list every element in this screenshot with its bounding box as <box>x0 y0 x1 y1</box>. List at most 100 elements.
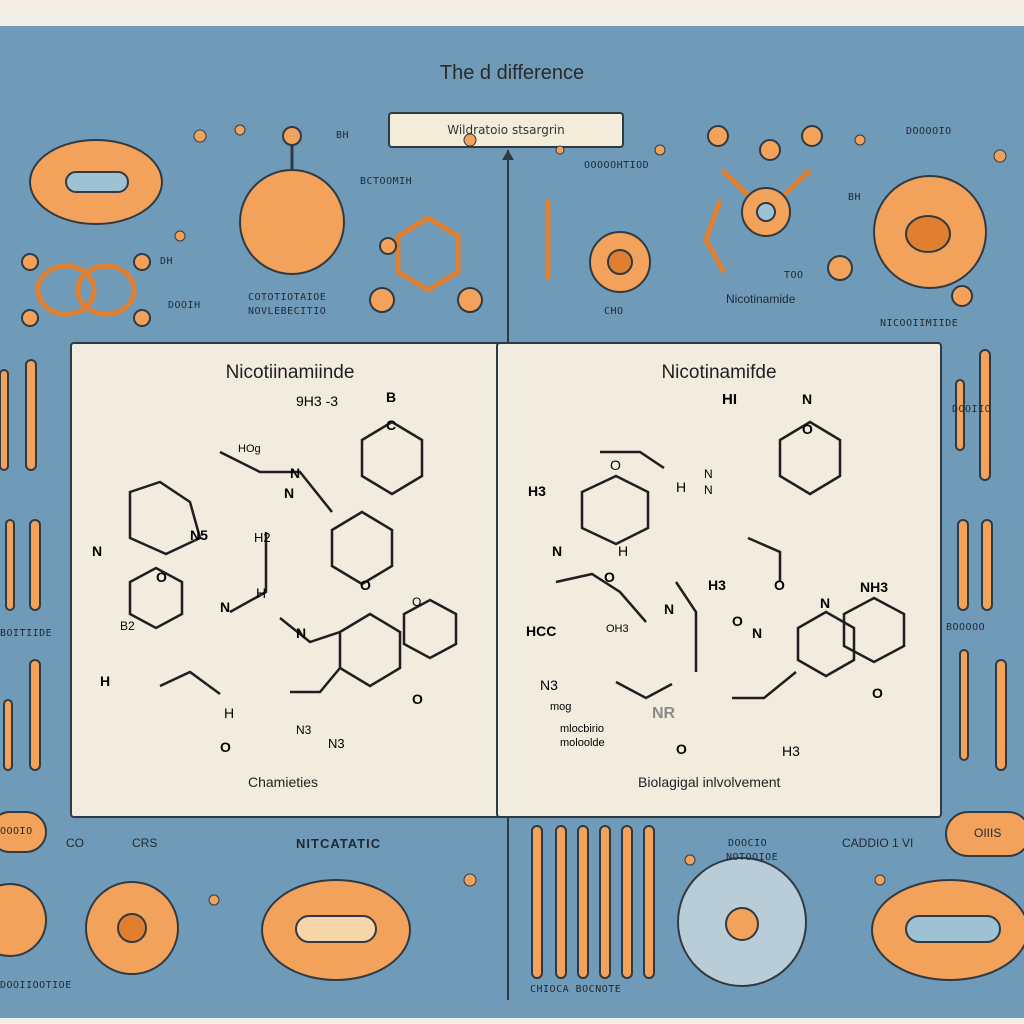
label-tl-d: DOOIH <box>168 300 201 311</box>
chem-right-b12: H3 <box>708 577 726 593</box>
divider-arrow-head <box>502 150 514 160</box>
chem-right-b21: N <box>820 595 830 611</box>
chem-left-a5: N <box>290 465 300 481</box>
chem-right-b24: H3 <box>782 743 800 759</box>
ring-nodes <box>21 253 151 327</box>
left-panel-caption: Chamieties <box>248 774 319 790</box>
label-pill-left: OOOIO <box>0 826 33 837</box>
chem-right-b23: mog <box>550 701 571 713</box>
left-structure: 9H3 -3 B C HOg N N N5 N O B2 H H2 N H N … <box>92 389 458 755</box>
chem-left-a16: H <box>224 705 234 721</box>
label-side-right-b: BOOOOO <box>946 622 986 633</box>
chem-left-a17: O <box>360 577 371 593</box>
side-bars-left <box>0 359 41 771</box>
chem-right-b4: O <box>610 457 621 473</box>
chem-left-a14: H <box>256 585 266 601</box>
bacterium-top-left <box>29 139 163 225</box>
spiky-cell-top-right-large <box>827 175 987 307</box>
chem-right-b2: N <box>802 391 812 407</box>
side-bars-right <box>955 349 1007 771</box>
spiky-cell-top-right-small <box>589 231 651 293</box>
label-tr-b: DOOOOIO <box>906 126 952 137</box>
label-tr-e: CHO <box>604 306 624 317</box>
chem-left-a10: B2 <box>120 619 135 633</box>
label-side-right-a: DOOIIO <box>952 404 992 415</box>
label-bl-a: CO <box>66 836 84 850</box>
label-br-b: NOTOOIOE <box>726 852 779 863</box>
chem-right-b6: H <box>676 479 686 495</box>
chem-right-b26: NR <box>652 705 676 722</box>
chem-right-b27: mlocbirio <box>560 723 604 735</box>
label-pill-right: OIIIS <box>974 826 1002 840</box>
label-br-d: CHIOCA BOCNOTE <box>530 984 622 995</box>
dots <box>174 124 1007 906</box>
chem-right-b16: N <box>664 601 674 617</box>
chem-right-b8: N <box>704 483 713 497</box>
chem-left-a1: 9H3 -3 <box>296 393 338 409</box>
hex-molecule-top <box>369 215 483 313</box>
chem-left-a4: HOg <box>238 443 261 455</box>
label-tr-d: Nicotinamide <box>726 292 796 306</box>
right-panel-caption: Biolagigal inlvolvement <box>638 774 781 790</box>
chem-right-b7: N <box>704 467 713 481</box>
label-tr-f: NICOOIIMIIDE <box>880 318 959 329</box>
bacterium-bottom-center-left <box>261 879 411 981</box>
chem-right-b19: O <box>774 577 785 593</box>
chem-left-a21: O <box>220 739 231 755</box>
chem-right-b13: NH3 <box>860 579 888 595</box>
pill-left <box>0 811 47 853</box>
chem-right-b17: O <box>732 613 743 629</box>
label-tl-f: NOVLEBECITIO <box>248 306 327 317</box>
chem-right-b25: O <box>676 741 687 757</box>
label-tr-a: OOOOOHTIOD <box>584 160 650 171</box>
chem-left-a8: N <box>92 543 102 559</box>
chem-right-b9: N <box>552 543 562 559</box>
chem-right-b28: moloolde <box>560 737 605 749</box>
right-structure: HI N O O H3 H N N N H O H3 NH3 HCC OH3 N… <box>526 391 906 759</box>
test-tube-rack <box>531 825 655 979</box>
grey-cell-bottom-right <box>677 857 807 987</box>
chem-right-b1: HI <box>722 391 737 408</box>
chem-left-a18: O <box>412 595 421 609</box>
chem-left-a12: H2 <box>254 530 271 545</box>
sphere-cell-top <box>239 126 345 275</box>
pill-right <box>945 811 1024 857</box>
right-panel-title: Nicotinamifde <box>661 362 777 383</box>
label-tr-c: BH <box>848 192 862 203</box>
chem-right-b11: O <box>604 569 615 585</box>
chem-left-a20: N3 <box>296 723 312 737</box>
label-tl-e: COTOTIOTAIOE <box>248 292 327 303</box>
chem-left-a7: N5 <box>190 527 208 543</box>
label-br-a: DOOCIO <box>728 838 768 849</box>
chem-left-a13: N <box>220 599 230 615</box>
chem-left-a6: N <box>284 485 294 501</box>
branch-molecule-top-right <box>707 125 823 237</box>
chem-left-a11: H <box>100 673 110 689</box>
ring-molecule-top-left <box>35 263 137 317</box>
chem-right-b3: O <box>802 421 813 437</box>
chem-right-b18: N <box>752 625 762 641</box>
chem-right-b22: O <box>872 685 883 701</box>
label-side-left: BOITIIDE <box>0 628 53 639</box>
chem-right-b20: N3 <box>540 677 558 693</box>
subtitle-box: Wildratoio stsargrin <box>388 112 624 148</box>
left-panel-title: Nicotiinamiinde <box>225 362 355 383</box>
label-bottom-mid: NITCATATIC <box>296 836 382 851</box>
chem-left-a2: B <box>386 389 396 405</box>
page-title: The d difference <box>439 62 585 84</box>
chem-right-b10: H <box>618 543 628 559</box>
label-bl-b: CRS <box>132 836 158 850</box>
chem-right-b5: H3 <box>528 483 546 499</box>
chem-left-a3: C <box>386 417 396 433</box>
label-tl-b: BCTOOMIH <box>360 176 413 187</box>
label-tl-c: DH <box>160 256 174 267</box>
chem-right-b15: OH3 <box>606 623 629 635</box>
label-bl-c: DOOIIOOTIOE <box>0 980 72 991</box>
chem-left-a15: N <box>296 625 306 641</box>
label-tr-g: TOO <box>784 270 804 281</box>
chem-left-a19: O <box>412 691 423 707</box>
label-tl-a: BH <box>336 130 350 141</box>
chem-left-a22: N3 <box>328 736 345 751</box>
chem-left-a9: O <box>156 569 167 585</box>
